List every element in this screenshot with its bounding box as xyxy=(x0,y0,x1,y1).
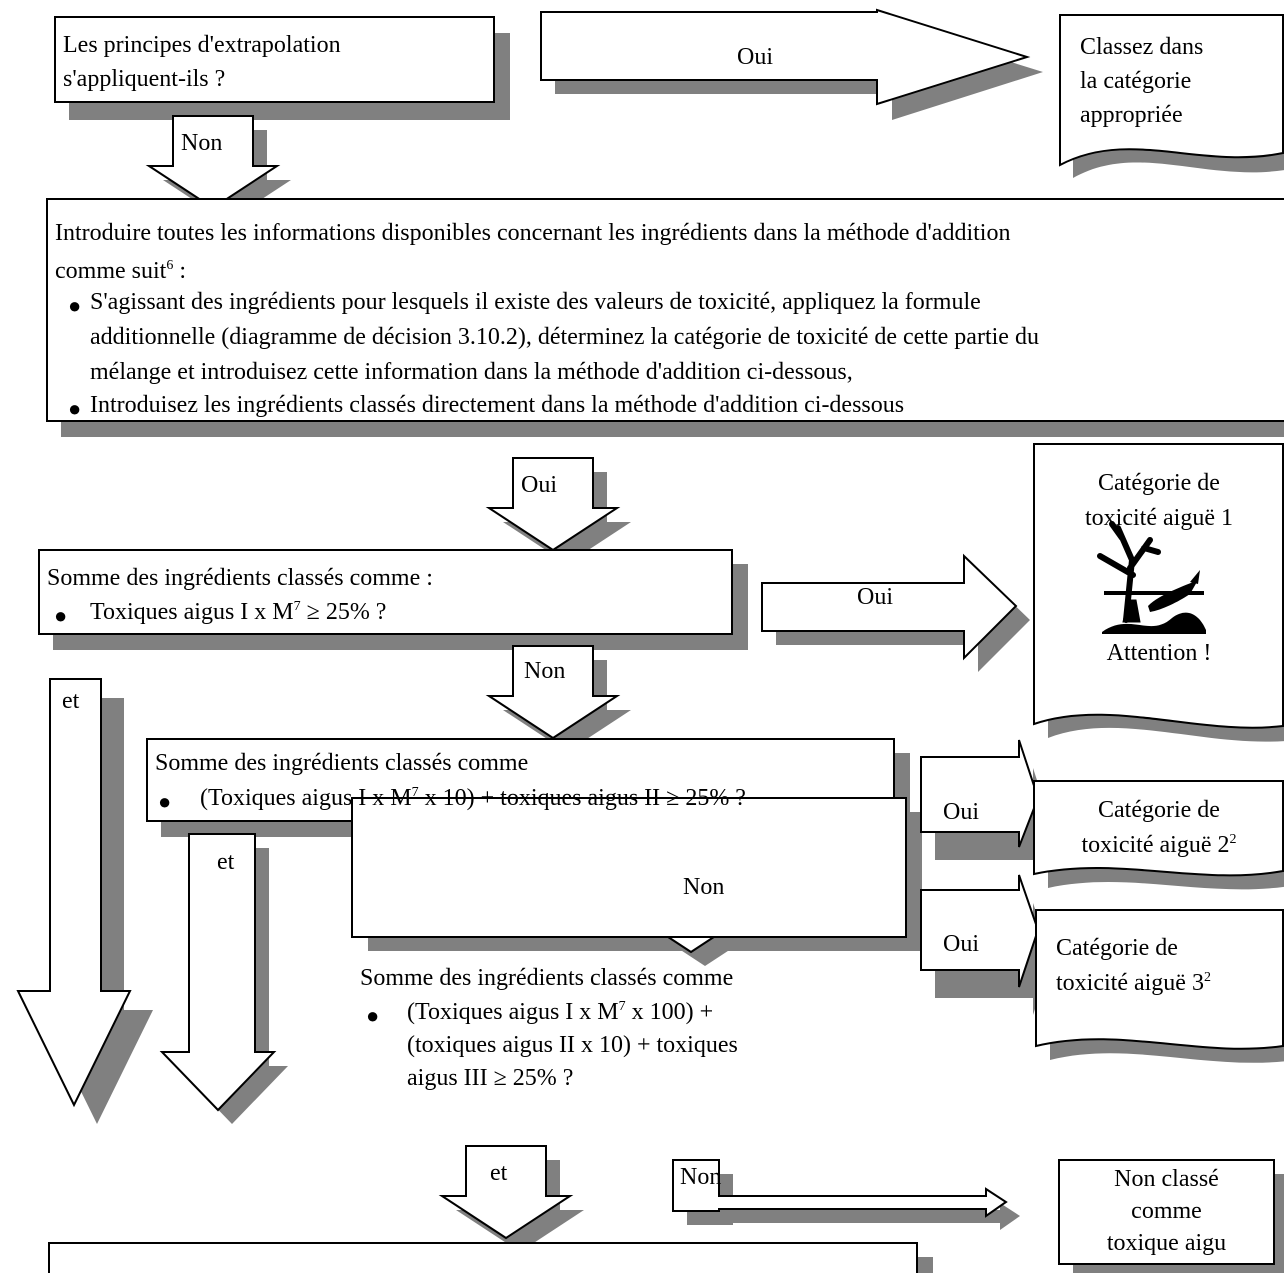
sum2-bullet: ● xyxy=(158,789,172,814)
intro-bullet-2-line: Introduisez les ingrédients classés dire… xyxy=(90,392,905,418)
q1-box xyxy=(54,16,495,103)
sum3-line-2: (toxiques aigus II x 10) + toxiques xyxy=(407,1032,738,1058)
q1-line-2: s'appliquent-ils ? xyxy=(63,66,226,92)
sum1-condition: Toxiques aigus I x M7 ≥ 25% ? xyxy=(90,599,387,625)
yes-arrow-4 xyxy=(920,874,1040,988)
sum3-title: Somme des ingrédients classés comme xyxy=(360,965,734,991)
appropriate-doc xyxy=(1059,14,1284,167)
cat2-doc xyxy=(1033,780,1284,877)
et-label-1: et xyxy=(62,688,80,714)
no-label-1: Non xyxy=(181,130,223,156)
not-classified-box xyxy=(1058,1159,1275,1265)
cat1-doc xyxy=(1033,443,1284,729)
appropriate-line-2: la catégorie xyxy=(1080,68,1192,94)
no-label-3: Non xyxy=(683,874,725,900)
not-classified-line-1: Non classé xyxy=(1114,1166,1219,1192)
not-classified-line-3: toxique aigu xyxy=(1106,1230,1227,1256)
et-arrow-1 xyxy=(16,678,132,1108)
appropriate-line-3: appropriée xyxy=(1080,102,1183,128)
sum2-title: Somme des ingrédients classés comme xyxy=(155,750,529,776)
cat3-doc xyxy=(1035,909,1284,1050)
sum1-bullet: ● xyxy=(54,603,68,628)
sum3-line-3: aigus III ≥ 25% ? xyxy=(407,1065,574,1091)
intro-bullet-1-line-2: additionnelle (diagramme de décision 3.1… xyxy=(90,324,1039,350)
yes-arrow-1 xyxy=(540,8,1031,106)
yes-arrow-3 xyxy=(920,739,1040,848)
yes-label-4: Oui xyxy=(943,799,979,825)
intro-box xyxy=(46,198,1284,422)
yes-label-5: Oui xyxy=(943,931,979,957)
intro-line-1: Introduire toutes les informations dispo… xyxy=(55,220,1011,246)
cat3-line-1: Catégorie de xyxy=(1056,935,1178,961)
intro-line-2: comme suit6 : xyxy=(55,258,186,284)
yes-label-1: Oui xyxy=(737,44,773,70)
intro-bullet-2: ● xyxy=(68,396,82,421)
non-arrow xyxy=(672,1159,1008,1218)
sum1-title: Somme des ingrédients classés comme : xyxy=(47,565,433,591)
intro-bullet-1-line-3: mélange et introduisez cette information… xyxy=(90,359,853,385)
et-label-2: et xyxy=(217,849,235,875)
et-label-3: et xyxy=(490,1160,508,1186)
appropriate-line-1: Classez dans xyxy=(1080,34,1204,60)
cat2-line-2: toxicité aiguë 22 xyxy=(1081,832,1237,858)
sum3-bullet: ● xyxy=(366,1003,380,1028)
intro-bullet-1: ● xyxy=(68,293,82,318)
yes-label-2: Oui xyxy=(521,472,557,498)
cat1-warning: Attention ! xyxy=(1106,640,1212,666)
q1-line-1: Les principes d'extrapolation xyxy=(63,32,341,58)
sum2-condition: (Toxiques aigus I x M7 x 10) + toxiques … xyxy=(200,785,746,811)
environment-hazard-icon xyxy=(1097,521,1206,634)
sum3-line-1: (Toxiques aigus I x M7 x 100) + xyxy=(407,999,714,1025)
cat2-line-1: Catégorie de xyxy=(1098,797,1220,823)
not-classified-line-2: comme xyxy=(1131,1198,1202,1224)
cat1-line-2: toxicité aiguë 1 xyxy=(1085,505,1233,531)
cat1-line-1: Catégorie de xyxy=(1098,470,1220,496)
yes-label-3: Oui xyxy=(857,584,893,610)
no-label-4: Non xyxy=(680,1164,722,1190)
yes-arrow-2 xyxy=(761,553,1018,661)
sum3-box xyxy=(351,797,907,938)
non-arrow-shadow xyxy=(687,1174,1020,1230)
cat3-line-2: toxicité aiguë 32 xyxy=(1056,970,1211,996)
et-arrow-2 xyxy=(159,833,277,1112)
intro-bullet-1-line-1: S'agissant des ingrédients pour lesquels… xyxy=(90,289,981,315)
final-box xyxy=(48,1242,918,1273)
sum1-box xyxy=(38,549,733,635)
no-label-2: Non xyxy=(524,658,566,684)
